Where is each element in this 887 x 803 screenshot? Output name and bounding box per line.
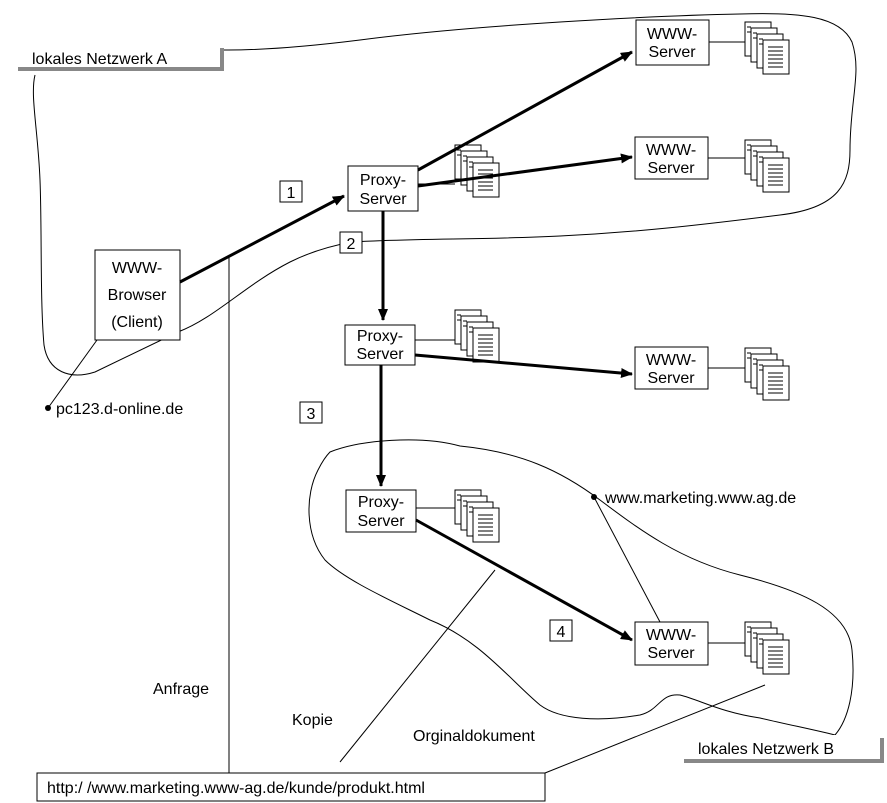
arrow-client-to-proxy-1 xyxy=(179,194,345,284)
www-server-3: WWW- Server xyxy=(634,346,709,390)
step-2-box: 2 xyxy=(339,231,363,254)
network-a-boundary xyxy=(32,13,857,376)
copy-label: Kopie xyxy=(292,712,333,729)
svg-text:Server: Server xyxy=(647,370,695,387)
target-host-leader xyxy=(593,496,661,623)
svg-text:WWW-: WWW- xyxy=(646,352,696,369)
svg-text:Server: Server xyxy=(359,191,407,208)
svg-text:WWW-: WWW- xyxy=(112,260,162,277)
svg-text:WWW-: WWW- xyxy=(646,142,696,159)
original-leader xyxy=(544,684,766,774)
proxy-2-cache-docs-icon xyxy=(454,309,500,363)
arrow-proxy-3-to-origin xyxy=(415,518,633,642)
svg-text:Server: Server xyxy=(647,160,695,177)
arrow-proxy-1-to-www-2 xyxy=(417,153,633,188)
request-label: Anfrage xyxy=(153,681,209,698)
www-server-3-docs-icon xyxy=(744,347,790,401)
arrow-proxy-2-to-www-3 xyxy=(414,353,633,379)
svg-text:Server: Server xyxy=(648,44,696,61)
step-3-box: 3 xyxy=(299,401,323,424)
proxy-1-cache-docs-icon xyxy=(454,144,500,198)
network-b-boundary xyxy=(308,439,854,736)
step-1-box: 1 xyxy=(279,180,303,203)
svg-text:2: 2 xyxy=(347,236,356,253)
svg-text:3: 3 xyxy=(307,406,316,423)
network-b-label: lokales Netzwerk B xyxy=(684,735,884,763)
network-a-label: lokales Netzwerk A xyxy=(18,46,224,71)
original-label: Orginaldokument xyxy=(413,728,535,745)
svg-text:Proxy-: Proxy- xyxy=(357,328,403,345)
arrow-proxy-1-to-www-1 xyxy=(417,50,633,172)
www-server-2-docs-icon xyxy=(744,139,790,193)
copy-leader xyxy=(339,569,496,763)
client-host-dot xyxy=(45,405,51,411)
svg-text:lokales Netzwerk B: lokales Netzwerk B xyxy=(698,741,834,758)
proxy-server-2: Proxy- Server xyxy=(344,324,416,366)
www-server-1-docs-icon xyxy=(744,21,790,75)
proxy-server-3: Proxy- Server xyxy=(345,489,417,533)
client-browser-box: WWW- Browser (Client) xyxy=(94,249,181,341)
proxy-server-1: Proxy- Server xyxy=(347,165,419,212)
svg-text:WWW-: WWW- xyxy=(646,627,696,644)
svg-text:Proxy-: Proxy- xyxy=(360,172,406,189)
www-server-1: WWW- Server xyxy=(635,19,710,66)
svg-text:Proxy-: Proxy- xyxy=(358,494,404,511)
svg-text:http:/ /www.marketing.www-ag.d: http:/ /www.marketing.www-ag.de/kunde/pr… xyxy=(47,780,425,797)
www-server-origin-docs-icon xyxy=(744,621,790,675)
svg-text:Server: Server xyxy=(357,513,405,530)
svg-text:(Client): (Client) xyxy=(111,314,163,331)
svg-text:4: 4 xyxy=(557,624,566,641)
proxy-3-cache-docs-icon xyxy=(454,489,500,543)
url-box: http:/ /www.marketing.www-ag.de/kunde/pr… xyxy=(36,772,546,802)
client-host-label: pc123.d-online.de xyxy=(56,401,183,418)
step-4-box: 4 xyxy=(549,619,573,642)
svg-text:Server: Server xyxy=(356,346,404,363)
client-host-leader xyxy=(47,339,98,409)
svg-text:Server: Server xyxy=(647,645,695,662)
svg-text:1: 1 xyxy=(287,185,296,202)
target-host-label: www.marketing.www.ag.de xyxy=(604,490,796,507)
svg-text:Browser: Browser xyxy=(108,287,167,304)
svg-text:lokales Netzwerk A: lokales Netzwerk A xyxy=(32,51,167,68)
svg-text:WWW-: WWW- xyxy=(647,26,697,43)
www-server-2: WWW- Server xyxy=(634,136,709,180)
www-server-origin: WWW- Server xyxy=(634,621,709,666)
